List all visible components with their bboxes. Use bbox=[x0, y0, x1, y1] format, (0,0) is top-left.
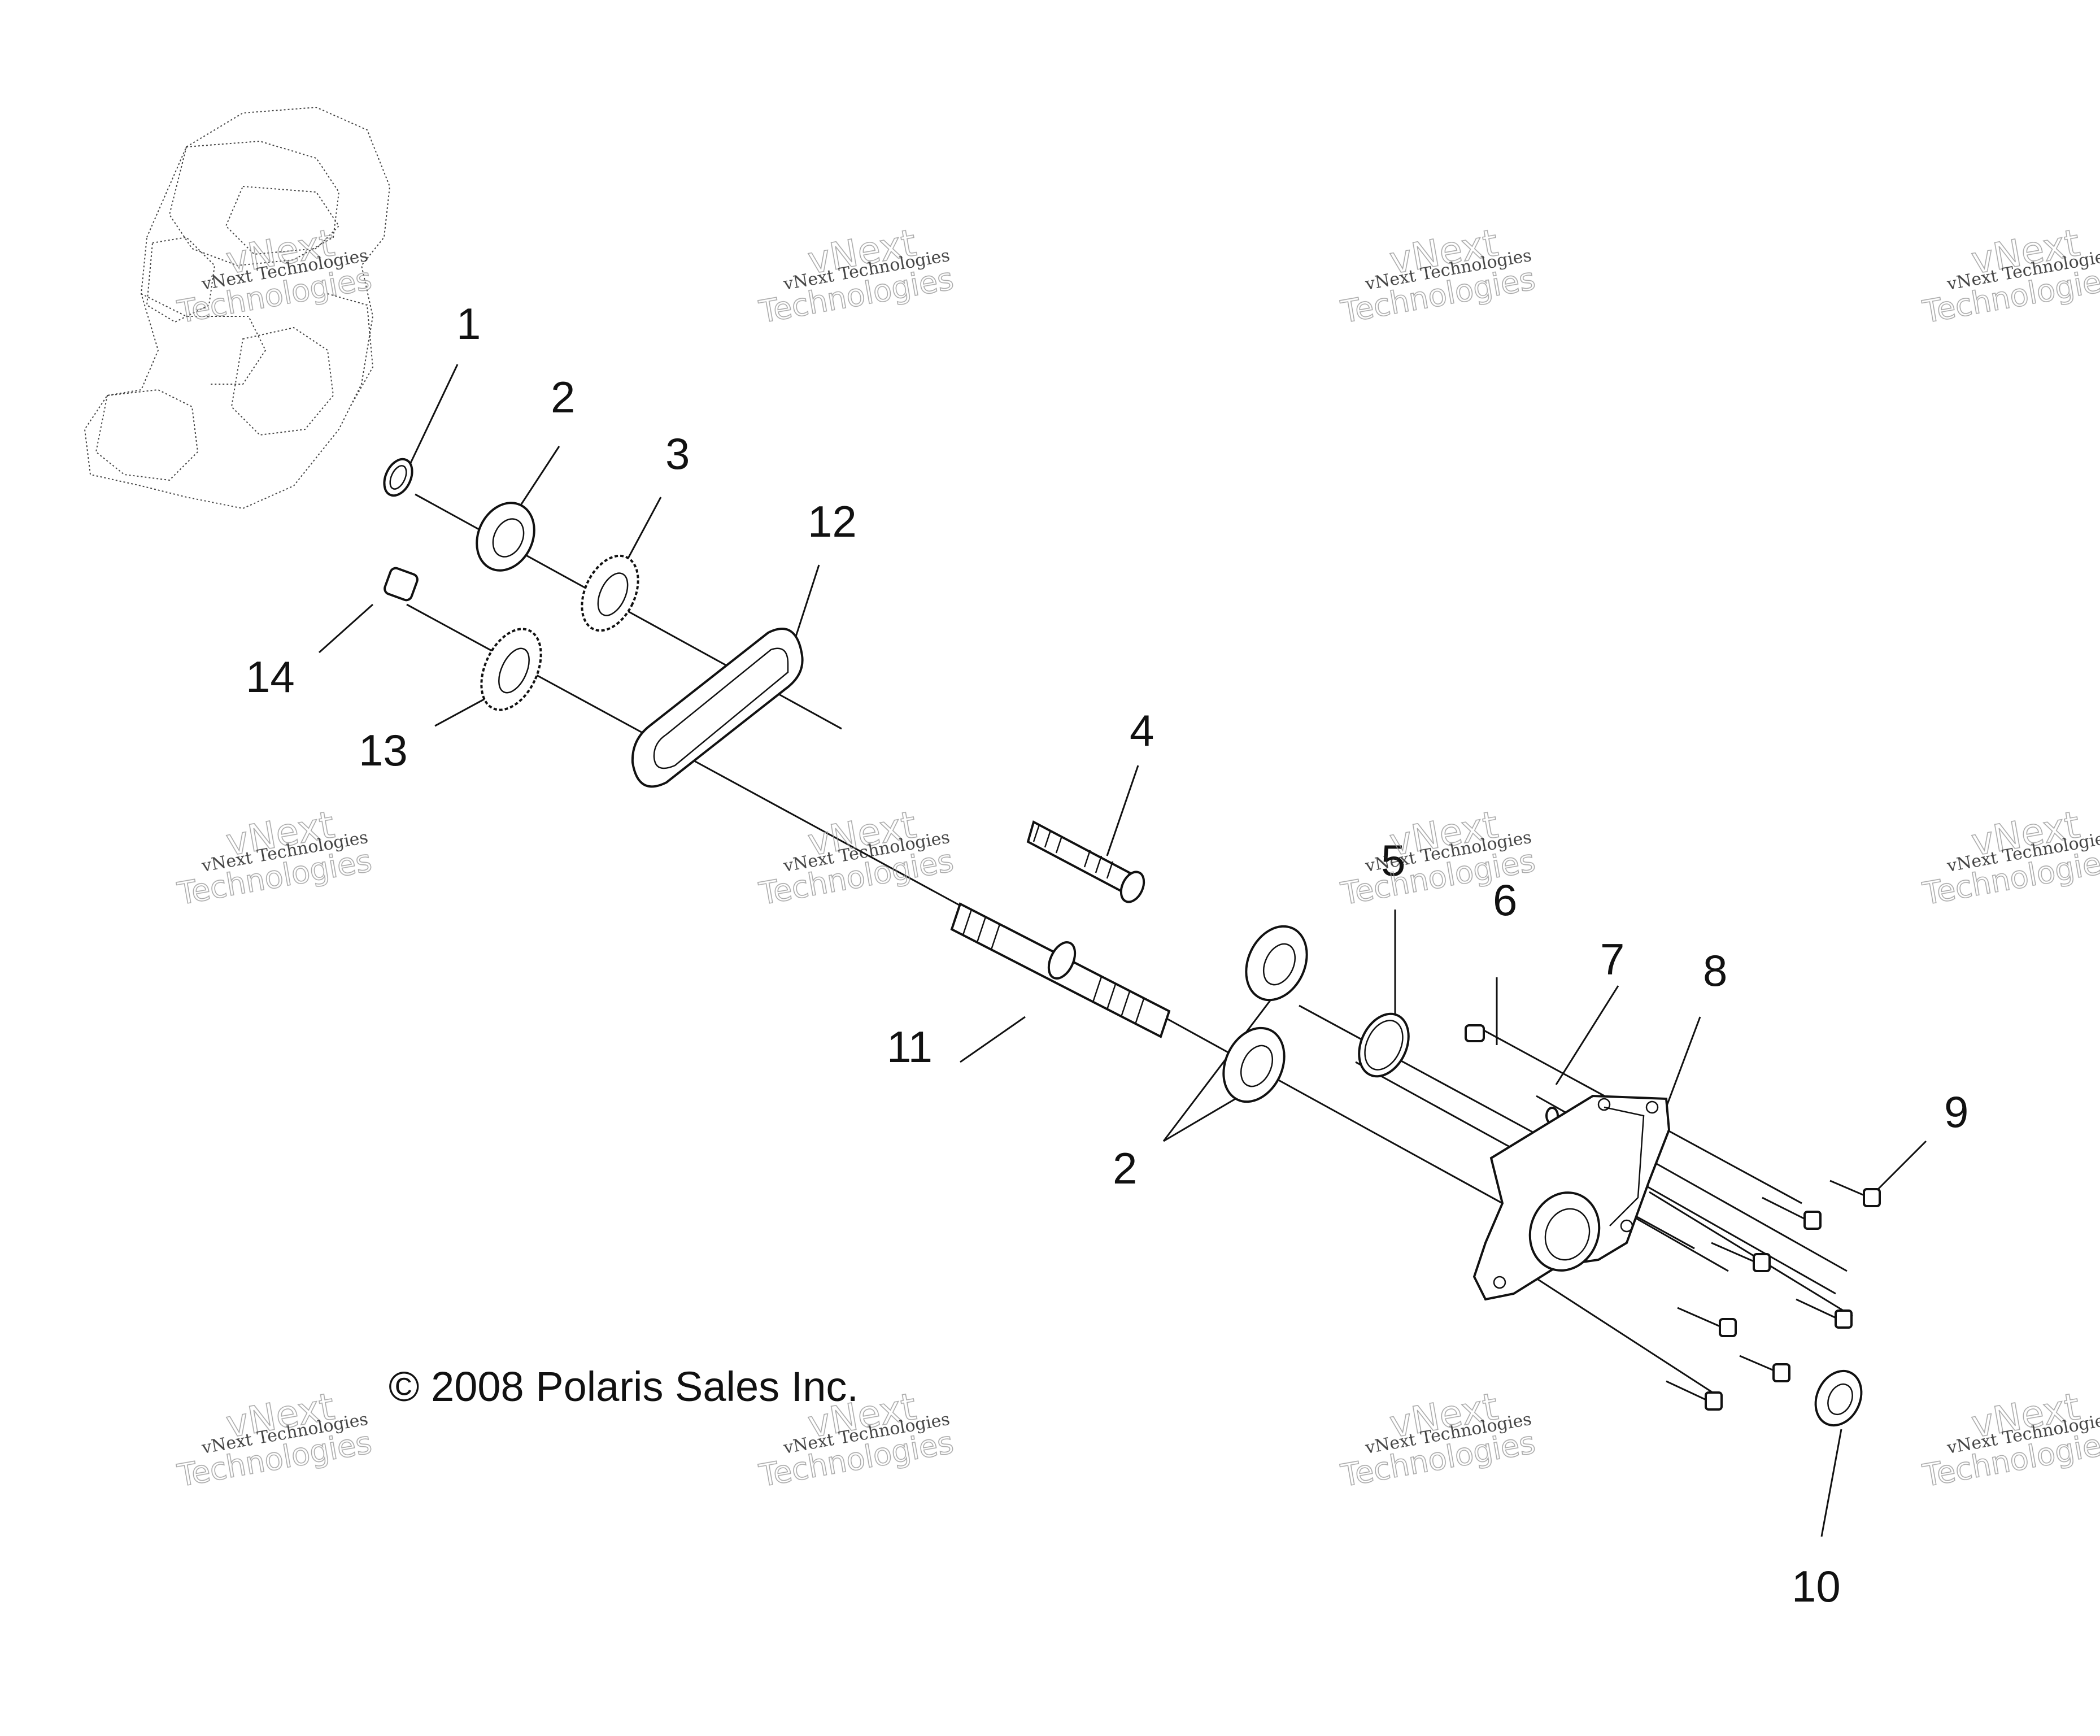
copyright-text: © 2008 Polaris Sales Inc. bbox=[389, 1363, 859, 1410]
watermark: vNext vNext Technologies Technologies bbox=[756, 220, 956, 330]
bolt bbox=[1711, 1242, 1771, 1272]
part-9-bolts bbox=[1666, 1180, 1881, 1411]
watermark: vNext vNext Technologies Technologies bbox=[1919, 1384, 2100, 1494]
callout-14: 14 bbox=[246, 652, 295, 702]
callout-6: 6 bbox=[1493, 875, 1517, 925]
callout-labels: 1 2 3 12 14 13 4 5 6 7 8 9 11 2 10 bbox=[246, 299, 1968, 1611]
bolt bbox=[1829, 1180, 1881, 1207]
watermark: vNext vNext Technologies Technologies bbox=[174, 802, 374, 912]
watermark-grid: vNext vNext Technologies Technologies vN… bbox=[174, 220, 2100, 1494]
bolt bbox=[1666, 1380, 1723, 1411]
watermark: vNext vNext Technologies Technologies bbox=[1337, 1384, 1538, 1494]
callout-2-lower: 2 bbox=[1113, 1143, 1137, 1193]
watermark: vNext vNext Technologies Technologies bbox=[1919, 220, 2100, 330]
callout-5: 5 bbox=[1381, 836, 1405, 885]
callout-4: 4 bbox=[1130, 706, 1154, 755]
callout-13: 13 bbox=[359, 725, 408, 775]
callout-2: 2 bbox=[551, 372, 575, 422]
callout-9: 9 bbox=[1944, 1087, 1968, 1137]
callout-12: 12 bbox=[808, 497, 857, 546]
callout-11: 11 bbox=[887, 1022, 933, 1072]
watermark: vNext vNext Technologies Technologies bbox=[1337, 220, 1538, 330]
callout-10: 10 bbox=[1792, 1561, 1841, 1611]
callout-3: 3 bbox=[665, 429, 690, 478]
part-2-bearing-upper bbox=[476, 502, 535, 572]
part-4-splined-shaft bbox=[1026, 820, 1145, 903]
part-10-seal bbox=[1814, 1369, 1863, 1427]
part-11-splined-shaft bbox=[950, 902, 1171, 1038]
part-2-bearing-lower-b bbox=[1222, 1026, 1286, 1103]
part-8-cover-housing bbox=[1472, 1094, 1671, 1301]
part-5-o-ring bbox=[1358, 1012, 1410, 1078]
assembly-axis-lines bbox=[406, 493, 1853, 1396]
callout-8: 8 bbox=[1703, 946, 1727, 995]
part-2-bearing-lower-a bbox=[1245, 925, 1308, 1002]
callout-7: 7 bbox=[1600, 934, 1624, 984]
callout-1: 1 bbox=[456, 299, 481, 349]
watermark: vNext vNext Technologies Technologies bbox=[174, 220, 374, 330]
bolt bbox=[1677, 1307, 1737, 1337]
part-12-chain bbox=[631, 628, 804, 788]
part-3-gear bbox=[581, 554, 639, 632]
part-13-gear bbox=[480, 628, 542, 711]
engine-reference-drawing bbox=[84, 106, 391, 510]
watermark: vNext vNext Technologies Technologies bbox=[1919, 802, 2100, 912]
bolt bbox=[1796, 1298, 1853, 1329]
watermark: vNext vNext Technologies Technologies bbox=[174, 1384, 374, 1494]
bolt bbox=[1762, 1197, 1822, 1230]
part-1-washer bbox=[383, 458, 413, 497]
watermark: vNext vNext Technologies Technologies bbox=[1337, 802, 1538, 912]
watermark: vNext vNext Technologies Technologies bbox=[756, 802, 956, 912]
leader-lines bbox=[318, 364, 1927, 1537]
bolt bbox=[1739, 1355, 1790, 1382]
part-6-plug bbox=[1465, 1024, 1485, 1042]
part-14-bushing bbox=[384, 567, 419, 602]
